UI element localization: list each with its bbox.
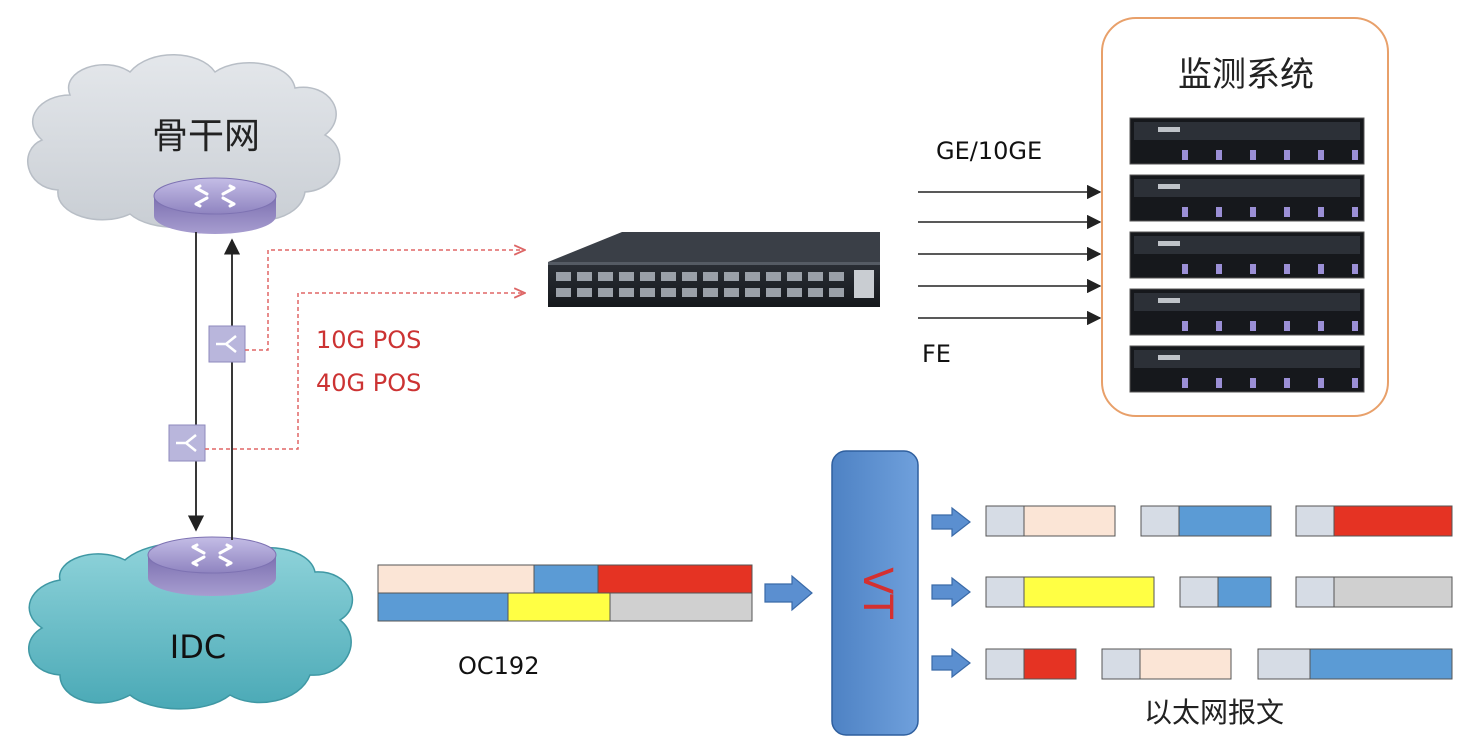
- stream-segment: [609, 592, 753, 622]
- tap-line-40g: [205, 293, 525, 450]
- switch-port: [661, 288, 676, 297]
- packet-header: [985, 648, 1025, 680]
- pos-10g-label: 10G POS: [316, 326, 421, 354]
- pos-40g-label: 40G POS: [316, 369, 421, 397]
- oc192-label: OC192: [458, 652, 539, 680]
- oc192-stream: [377, 564, 753, 622]
- switch-port: [577, 272, 592, 281]
- backbone-label: 骨干网: [152, 116, 260, 157]
- server-unit-icon: [1129, 117, 1365, 165]
- switch-port: [787, 272, 802, 281]
- vt-block: [831, 450, 919, 736]
- switch-port: [703, 272, 718, 281]
- server-unit-icon: [1129, 345, 1365, 393]
- optical-splitter-upper-icon: [208, 325, 246, 363]
- monitor-title: 监测系统: [1178, 55, 1314, 95]
- vt-label: VT: [854, 567, 900, 619]
- stream-segment: [377, 564, 535, 594]
- ge-10ge-label: GE/10GE: [936, 137, 1042, 165]
- switch-port: [640, 272, 655, 281]
- switch-port: [703, 288, 718, 297]
- switch-port: [766, 288, 781, 297]
- stream-segment: [533, 564, 599, 594]
- output-arrows: [918, 184, 1102, 326]
- stream-to-vt-arrow: [764, 574, 813, 612]
- switch-port: [577, 288, 592, 297]
- switch-port: [619, 272, 634, 281]
- switch-port: [724, 272, 739, 281]
- switch-port: [766, 272, 781, 281]
- packet-payload: [1333, 576, 1453, 608]
- switch-port: [808, 272, 823, 281]
- idc-label: IDC: [170, 628, 226, 666]
- packet-payload: [1139, 648, 1232, 680]
- packet-payload: [1023, 648, 1077, 680]
- network-switch-icon: [548, 232, 880, 307]
- vt-output-arrow: [931, 647, 971, 679]
- switch-port: [556, 272, 571, 281]
- switch-port: [745, 288, 760, 297]
- ethernet-packets: [985, 505, 1453, 680]
- switch-port: [724, 288, 739, 297]
- server-unit-icon: [1129, 174, 1365, 222]
- switch-port: [661, 272, 676, 281]
- fe-label: FE: [922, 340, 951, 368]
- idc-router-icon: [147, 536, 277, 596]
- switch-port: [682, 272, 697, 281]
- stream-segment: [507, 592, 611, 622]
- packet-header: [1295, 505, 1335, 537]
- switch-port: [745, 272, 760, 281]
- tap-line-10g: [245, 250, 525, 351]
- switch-port: [619, 288, 634, 297]
- switch-port: [808, 288, 823, 297]
- packet-header: [1101, 648, 1141, 680]
- packet-payload: [1309, 648, 1453, 680]
- packet-payload: [1023, 576, 1155, 608]
- packet-header: [1140, 505, 1180, 537]
- switch-port: [829, 272, 844, 281]
- server-unit-icon: [1129, 288, 1365, 336]
- packet-header: [985, 505, 1025, 537]
- optical-splitter-lower-icon: [168, 424, 206, 462]
- switch-port: [598, 288, 613, 297]
- server-rack: [1129, 117, 1365, 393]
- switch-port: [829, 288, 844, 297]
- vt-output-arrow: [931, 506, 971, 538]
- vt-output-arrow: [931, 576, 971, 608]
- vt-output-arrows: [931, 506, 971, 679]
- stream-segment: [377, 592, 509, 622]
- packet-payload: [1023, 505, 1116, 537]
- packet-payload: [1333, 505, 1453, 537]
- stream-segment: [597, 564, 753, 594]
- packet-header: [985, 576, 1025, 608]
- switch-port: [787, 288, 802, 297]
- packet-payload: [1217, 576, 1272, 608]
- packet-header: [1179, 576, 1219, 608]
- packet-payload: [1178, 505, 1272, 537]
- switch-port: [598, 272, 613, 281]
- switch-port: [640, 288, 655, 297]
- backbone-router-icon: [153, 177, 277, 234]
- packet-header: [1257, 648, 1311, 680]
- switch-port: [682, 288, 697, 297]
- packet-header: [1295, 576, 1335, 608]
- ethernet-packets-label: 以太网报文: [1144, 696, 1284, 729]
- server-unit-icon: [1129, 231, 1365, 279]
- switch-port: [556, 288, 571, 297]
